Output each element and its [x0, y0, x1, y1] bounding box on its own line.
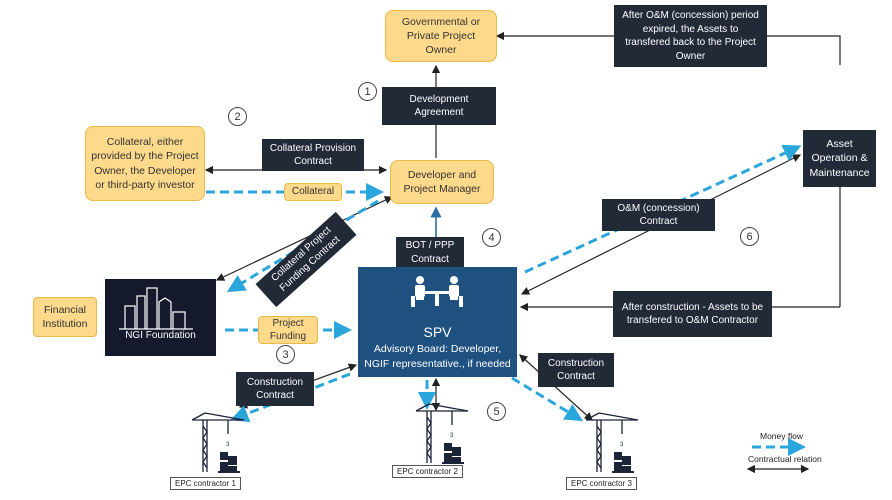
- asset-om-box: Asset Operation & Maintenance: [803, 130, 876, 187]
- epc-contractor-2-label: EPC contractor 2: [392, 465, 463, 478]
- legend-money-flow: Money flow: [760, 431, 803, 441]
- spv-box: SPV Advisory Board: Developer, NGIF repr…: [358, 267, 517, 377]
- collateral-provision-box: Collateral Provision Contract: [262, 139, 364, 171]
- crane-number-3: 3: [620, 442, 624, 448]
- after-om-box: After O&M (concession) period expired, t…: [614, 5, 767, 67]
- ngi-building-logo-icon: [119, 287, 193, 330]
- development-agreement-box: Development Agreement: [382, 87, 496, 125]
- financial-institution-label: Financial Institution: [42, 303, 88, 330]
- ngi-name: NGI Foundation: [125, 330, 196, 341]
- financial-institution-box: Financial Institution: [33, 297, 97, 337]
- bot-ppp-box: BOT / PPP Contract: [396, 237, 464, 268]
- owner-label: Governmental or Private Project Owner: [401, 15, 481, 57]
- step-3-badge: 3: [276, 345, 295, 364]
- crane-icon-2: 3: [415, 403, 469, 464]
- developer-box: Developer and Project Manager: [390, 160, 494, 204]
- construction-contract-right-box: Construction Contract: [538, 353, 614, 387]
- step-6-badge: 6: [740, 227, 759, 246]
- meeting-icon: [411, 276, 463, 307]
- collateral-provider-label: Collateral, either provided by the Proje…: [91, 136, 199, 191]
- spv-epc3-money-flow: [511, 376, 584, 422]
- step-4-badge: 4: [482, 228, 501, 247]
- construction-contract-left-box: Construction Contract: [236, 372, 314, 406]
- crane-icon-3: 3: [585, 412, 639, 473]
- spv-title: SPV: [423, 324, 452, 340]
- developer-label: Developer and Project Manager: [403, 168, 481, 195]
- ngi-foundation-box: NGI Foundation: [105, 279, 216, 356]
- spv-subtitle: Advisory Board: Developer, NGIF represen…: [364, 343, 511, 370]
- step-1-badge: 1: [358, 82, 377, 101]
- after-construction-box: After construction - Assets to be transf…: [613, 291, 772, 337]
- crane-number-1: 3: [226, 442, 230, 448]
- owner-box: Governmental or Private Project Owner: [385, 10, 497, 62]
- project-funding-money-label: Project Funding: [258, 316, 318, 344]
- collateral-money-label: Collateral: [284, 183, 342, 201]
- crane-number-2: 3: [450, 433, 454, 439]
- epc-contractor-1-label: EPC contractor 1: [170, 477, 241, 490]
- om-concession-box: O&M (concession) Contract: [602, 199, 715, 231]
- collateral-provider-box: Collateral, either provided by the Proje…: [85, 126, 205, 201]
- step-5-badge: 5: [487, 402, 506, 421]
- epc-contractor-3-label: EPC contractor 3: [566, 477, 637, 490]
- step-2-badge: 2: [228, 107, 247, 126]
- legend-contractual-relation: Contractual relation: [748, 454, 822, 464]
- crane-icon-1: 3: [191, 412, 245, 473]
- spv-om-money-flow: [524, 144, 802, 274]
